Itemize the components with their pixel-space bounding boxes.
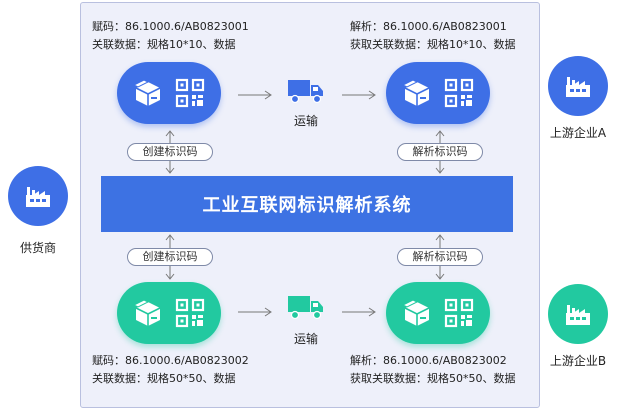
bottom-right-parse: 解析：86.1000.6/AB0823002 xyxy=(350,354,507,367)
qr-code-icon xyxy=(174,297,206,329)
enterprise-b-label: 上游企业B xyxy=(549,354,607,368)
qr-code-icon xyxy=(443,77,475,109)
supplier-node[interactable] xyxy=(8,166,68,226)
package-icon xyxy=(132,77,164,109)
supplier-label: 供货商 xyxy=(19,241,56,255)
bottom-arrow-right xyxy=(342,307,376,317)
factory-icon xyxy=(563,71,593,101)
top-create-tag: 创建标识码 xyxy=(127,143,213,161)
bottom-left-code: 赋码：86.1000.6/AB0823002 xyxy=(92,354,249,367)
package-icon xyxy=(401,77,433,109)
qr-code-icon xyxy=(174,77,206,109)
enterprise-b-node[interactable] xyxy=(548,284,608,344)
top-left-code: 赋码：86.1000.6/AB0823001 xyxy=(92,20,249,33)
package-icon xyxy=(132,297,164,329)
top-left-data: 关联数据：规格10*10、数据 xyxy=(92,38,236,51)
top-parse-tag: 解析标识码 xyxy=(397,143,483,161)
system-banner: 工业互联网标识解析系统 xyxy=(101,176,513,232)
top-arrow-left xyxy=(238,90,272,100)
factory-icon xyxy=(23,181,53,211)
truck-icon xyxy=(288,296,323,320)
top-right-product-node[interactable] xyxy=(386,62,490,124)
bottom-left-product-node[interactable] xyxy=(117,282,221,344)
bottom-create-tag: 创建标识码 xyxy=(127,248,213,266)
factory-icon xyxy=(563,299,593,329)
truck-icon xyxy=(288,80,323,104)
package-icon xyxy=(401,297,433,329)
top-left-product-node[interactable] xyxy=(117,62,221,124)
enterprise-a-label: 上游企业A xyxy=(549,126,607,140)
top-right-data: 获取关联数据：规格10*10、数据 xyxy=(350,38,516,51)
enterprise-a-node[interactable] xyxy=(548,56,608,116)
top-arrow-right xyxy=(342,90,376,100)
bottom-transport-label: 运输 xyxy=(293,332,318,346)
top-transport-label: 运输 xyxy=(293,114,318,128)
qr-code-icon xyxy=(443,297,475,329)
top-right-parse: 解析：86.1000.6/AB0823001 xyxy=(350,20,507,33)
bottom-right-data: 获取关联数据：规格50*50、数据 xyxy=(350,372,516,385)
bottom-arrow-left xyxy=(238,307,272,317)
bottom-right-product-node[interactable] xyxy=(386,282,490,344)
bottom-parse-tag: 解析标识码 xyxy=(397,248,483,266)
bottom-left-data: 关联数据：规格50*50、数据 xyxy=(92,372,236,385)
